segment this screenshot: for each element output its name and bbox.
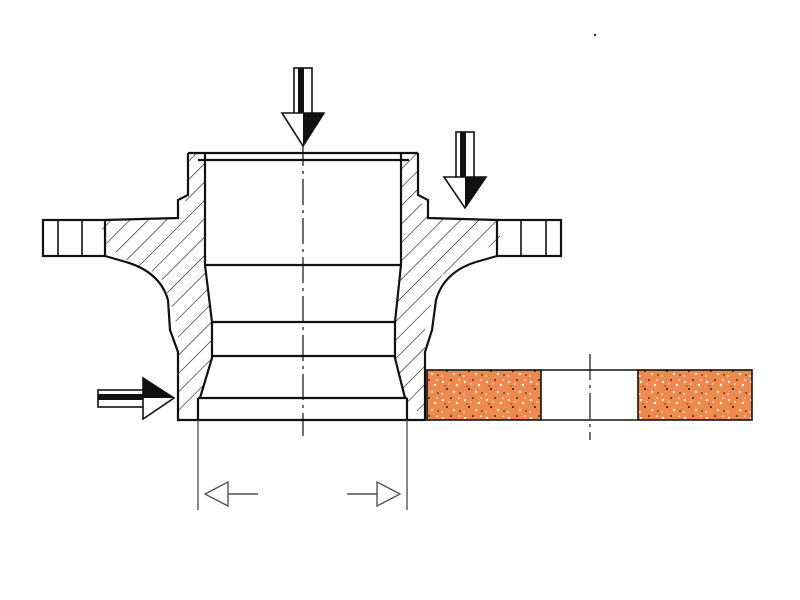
traverse-arrow-left [203, 480, 258, 508]
stray-mark [593, 33, 597, 37]
wheel-right-segment [637, 369, 753, 421]
flanged-bushing-section [41, 140, 563, 436]
right-flange-tip [495, 218, 563, 258]
clamping-force-arrow-top-center [280, 67, 326, 148]
radial-force-arrow-left [97, 376, 176, 421]
grinding-wheel-section [426, 354, 753, 440]
clamping-force-arrow-flange [442, 131, 488, 210]
wheel-left-segment [426, 369, 542, 421]
traverse-arrow-right [347, 480, 402, 508]
left-wall-section [102, 153, 212, 420]
traverse-dimension [197, 420, 408, 510]
left-flange-tip [41, 218, 107, 258]
